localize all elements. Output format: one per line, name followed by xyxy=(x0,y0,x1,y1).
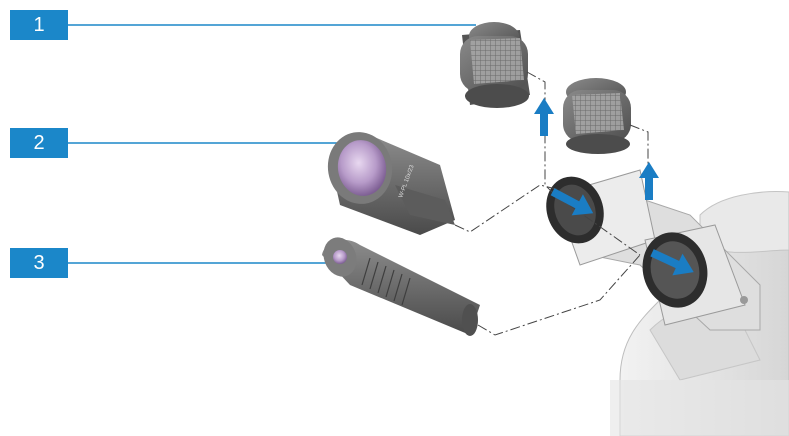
callout-2: 2 xyxy=(10,128,68,158)
eyepiece-cap-1 xyxy=(460,22,530,108)
focusing-telescope xyxy=(322,237,480,336)
path-cap-2 xyxy=(629,124,649,175)
arrows xyxy=(534,98,694,276)
eyepiece-cap-2 xyxy=(563,78,631,154)
arrow-diagonal-icon xyxy=(550,188,594,216)
arrow-diagonal-icon xyxy=(650,249,694,276)
path-eyepiece xyxy=(454,184,561,233)
binocular-tube xyxy=(546,169,761,331)
callout-3: 3 xyxy=(10,248,68,278)
arrow-up-icon xyxy=(639,162,659,200)
path-telescope xyxy=(477,254,641,336)
callout-1: 1 xyxy=(10,10,68,40)
arrow-up-icon xyxy=(534,98,554,136)
eyepiece: W-PL 10x/23 xyxy=(327,132,455,235)
